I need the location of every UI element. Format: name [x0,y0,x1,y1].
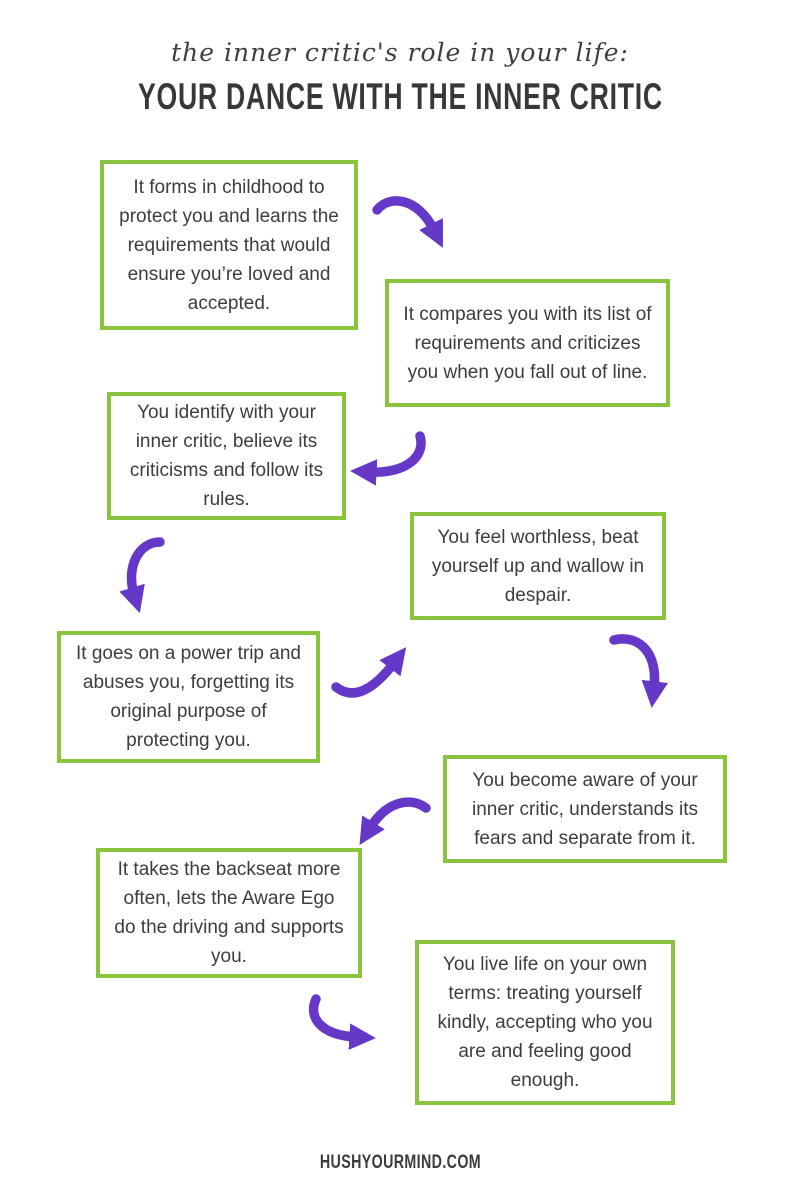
step-2-text: It compares you with its list of require… [403,303,652,383]
flow-arrow-6-icon [359,797,431,845]
flow-arrow-4-icon [331,647,407,698]
step-3-text: You identify with your inner critic, bel… [129,402,324,510]
step-4-text: You feel worthless, beat yourself up and… [431,526,645,606]
step-7-text: It takes the backseat more often, lets t… [114,859,344,967]
page-subtitle: the inner critic's role in your life: [171,38,629,67]
flow-arrow-5-icon [609,634,668,708]
step-6-text: You become aware of your inner critic, u… [472,769,698,849]
footer: HUSHYOURMIND.COM [0,1152,800,1174]
step-box-4: You feel worthless, beat yourself up and… [410,512,666,620]
step-5-text: It goes on a power trip and abuses you, … [76,643,301,751]
step-box-5: It goes on a power trip and abuses you, … [57,631,320,763]
flow-arrow-3-icon [119,537,165,614]
step-box-1: It forms in childhood to protect you and… [100,160,358,330]
flow-arrow-7-icon [308,994,376,1050]
step-box-8: You live life on your own terms: treatin… [415,940,675,1105]
header: the inner critic's role in your life: YO… [0,38,800,118]
flow-arrow-1-icon [372,196,443,248]
step-box-6: You become aware of your inner critic, u… [443,755,727,863]
step-box-2: It compares you with its list of require… [385,279,670,407]
step-box-3: You identify with your inner critic, bel… [107,392,346,520]
flow-arrow-2-icon [350,431,426,486]
step-box-7: It takes the backseat more often, lets t… [96,848,362,978]
step-1-text: It forms in childhood to protect you and… [119,176,339,314]
website-url: HUSHYOURMIND.COM [319,1152,481,1173]
page-title-text: YOUR DANCE WITH THE INNER CRITIC [137,76,663,117]
step-8-text: You live life on your own terms: treatin… [437,954,653,1091]
page-title: YOUR DANCE WITH THE INNER CRITIC [0,76,800,118]
